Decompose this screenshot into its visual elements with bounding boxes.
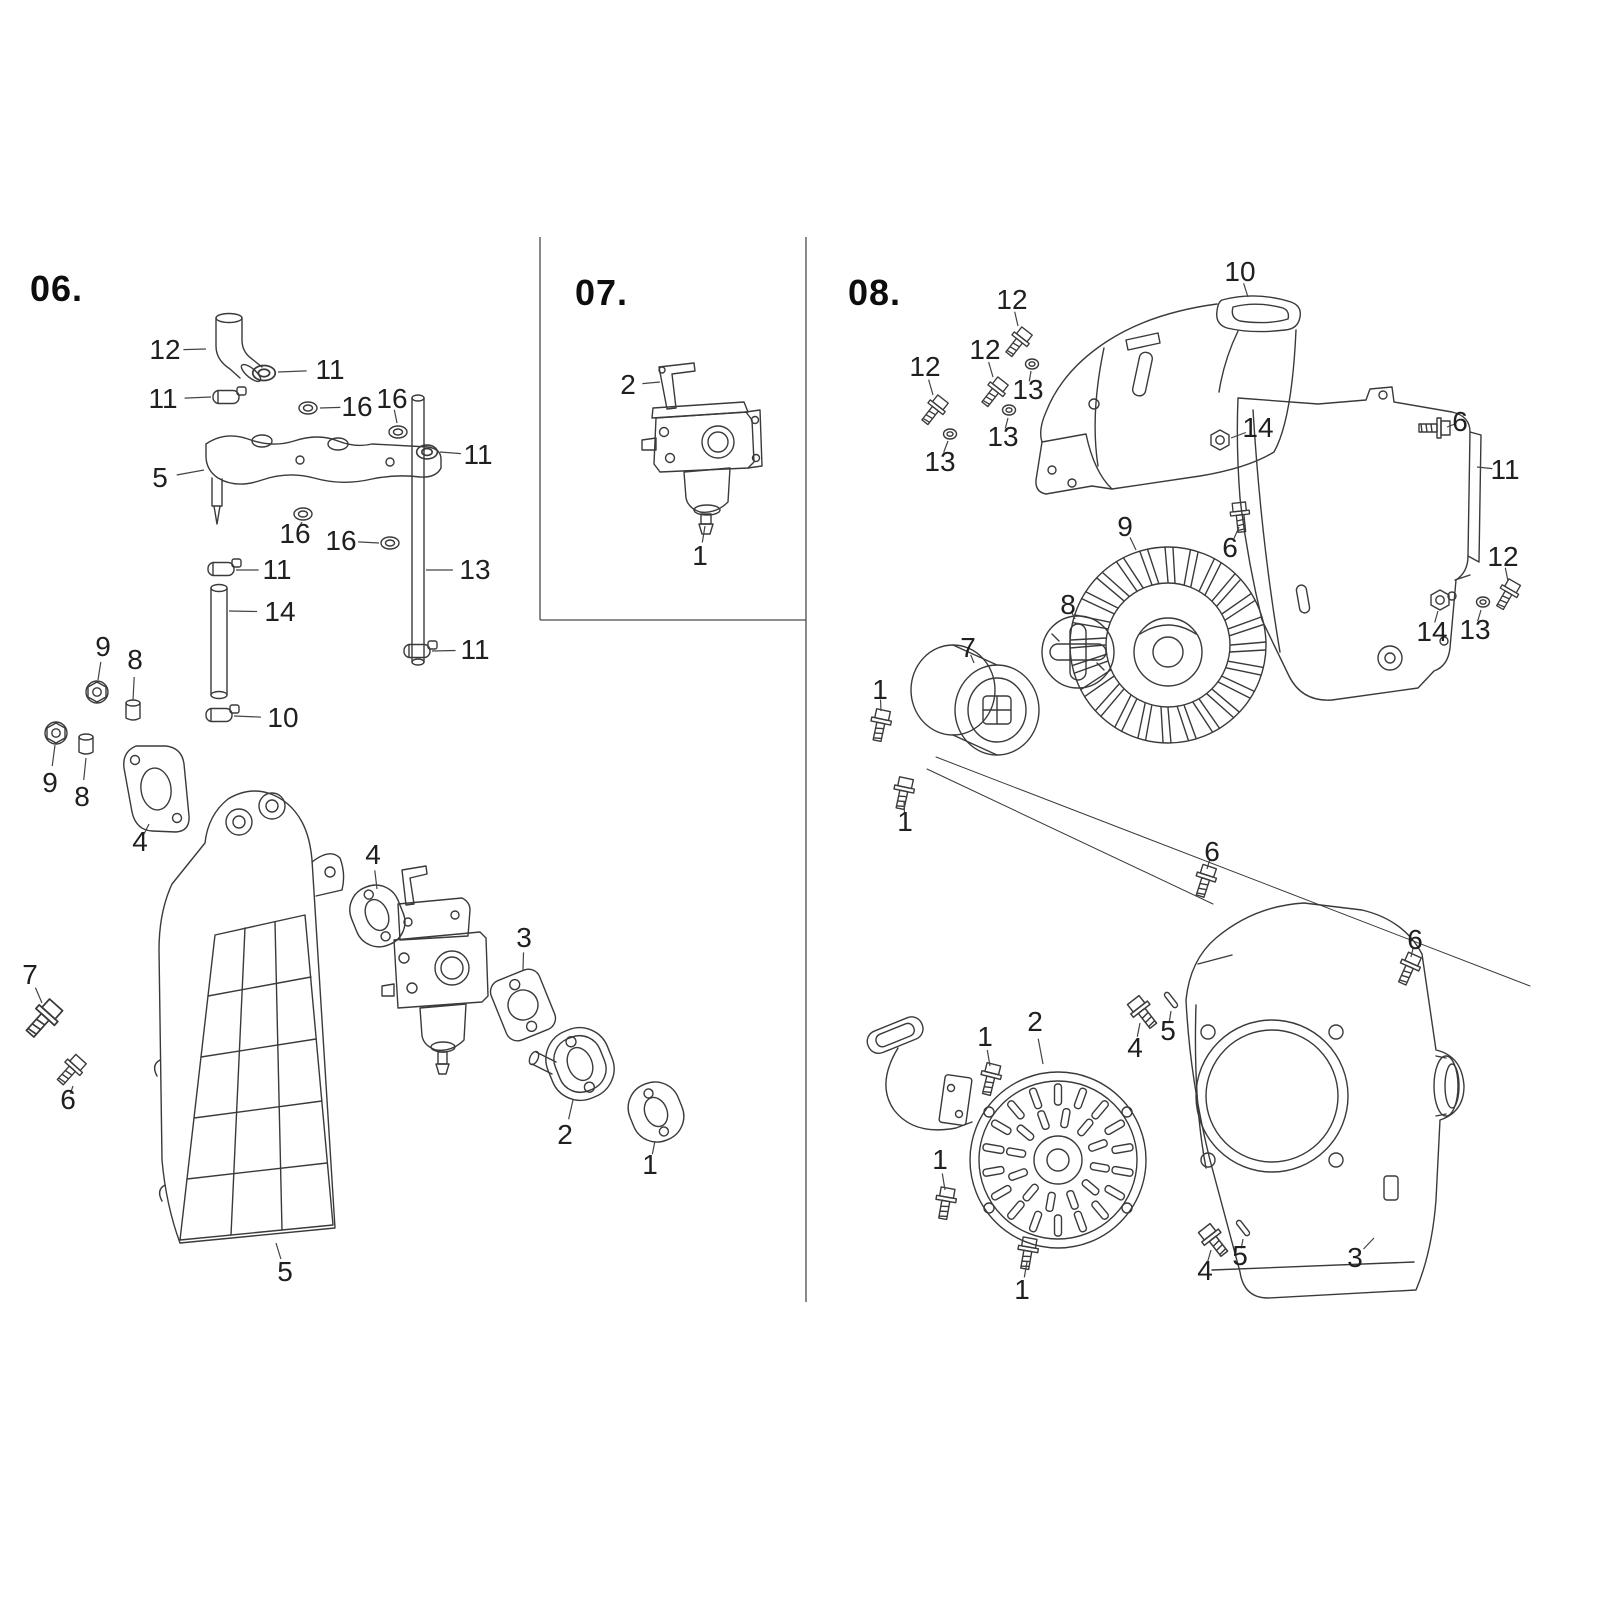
- part-06-6-bolt: [52, 1051, 90, 1090]
- part-08-2-recoil-starter: [969, 1071, 1147, 1249]
- part-06-5-intake-manifold: [205, 434, 442, 525]
- part-08-12-bolts: [916, 324, 1524, 614]
- part-06-14-drain-tube: [210, 583, 228, 700]
- section-06-title: 06.: [30, 268, 84, 309]
- part-07-2-choke-lever: [658, 362, 696, 410]
- section-06-drawing: [19, 312, 685, 1244]
- part-08-3-fan-cover: [1185, 902, 1465, 1299]
- part-08-13-washers: [942, 358, 1491, 608]
- part-06-carburetor: [381, 865, 489, 1075]
- part-06-7-bolt: [19, 995, 67, 1043]
- part-06-3-insulator-gasket: [489, 968, 557, 1042]
- part-08-starter-handle-and-rope: [866, 1016, 973, 1131]
- alignment-lines: [926, 756, 1531, 987]
- section-07-drawing: [641, 362, 763, 535]
- part-08-8-starter-pulley: [1041, 615, 1115, 689]
- part-08-1-bolts: [866, 707, 1041, 1272]
- part-06-4-manifold-gasket: [123, 745, 190, 833]
- part-08-11-side-cover: [1236, 386, 1482, 701]
- section-07-title: 07.: [575, 272, 629, 313]
- part-06-9-flange-nuts: [44, 680, 109, 745]
- part-06-2-insulator-spacer: [528, 1026, 615, 1102]
- part-06-13-breather-tube: [411, 394, 425, 666]
- part-06-10-hose-clamp: [205, 704, 240, 723]
- part-06-16-grommets: [293, 401, 408, 550]
- section-08-drawing: [866, 295, 1531, 1299]
- part-06-1-intake-gasket: [627, 1081, 685, 1143]
- part-06-5-air-cleaner-housing: [153, 790, 345, 1244]
- part-08-6-bolts: [1189, 417, 1451, 989]
- part-08-7-starter-cup: [910, 644, 1040, 756]
- part-06-11-rings-and-clamps: [207, 364, 439, 659]
- part-08-10-upper-shroud: [1035, 295, 1301, 495]
- callout-leader-lines: [34, 283, 1509, 1278]
- part-06-4-carb-gasket: [349, 884, 406, 948]
- section-divider-lines: [539, 237, 807, 1302]
- part-08-14-nuts: [1210, 429, 1450, 611]
- part-08-9-flywheel: [1069, 546, 1267, 744]
- part-08-4-bolts: [1124, 992, 1234, 1261]
- part-07-1-carburetor: [641, 401, 763, 535]
- part-06-8-bushings: [78, 699, 141, 755]
- section-08-title: 08.: [848, 272, 902, 313]
- part-06-12-breather-elbow: [215, 312, 263, 383]
